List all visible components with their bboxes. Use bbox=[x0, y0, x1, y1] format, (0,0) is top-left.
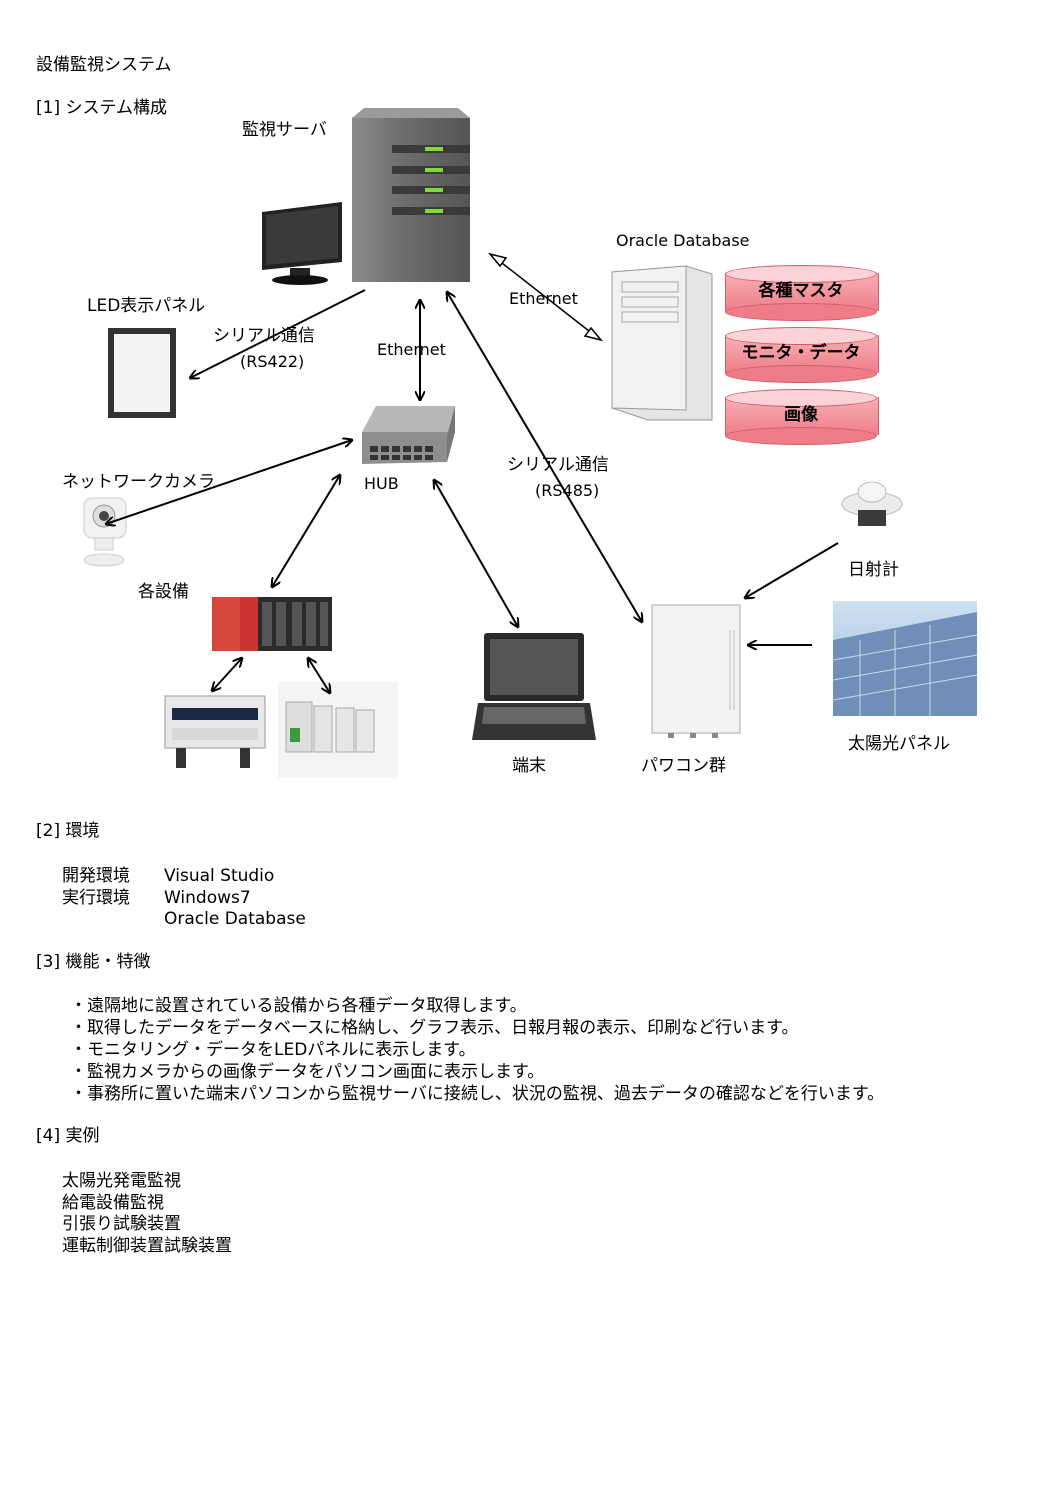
rs422-label: (RS422) bbox=[240, 352, 305, 371]
db-item-label: モニタ・データ bbox=[741, 343, 861, 363]
dev-env-value: Visual Studio bbox=[164, 866, 275, 886]
section-heading-examples: [4] 実例 bbox=[36, 1126, 100, 1146]
db-item-images: 画像 bbox=[725, 389, 879, 445]
equipment-label: 各設備 bbox=[138, 582, 189, 602]
feature-item: ・監視カメラからの画像データをパソコン画面に表示します。 bbox=[70, 1062, 545, 1082]
server-label: 監視サーバ bbox=[242, 120, 327, 140]
rs485-label: (RS485) bbox=[535, 481, 600, 500]
led-panel-icon bbox=[108, 328, 176, 418]
ethernet-db-label: Ethernet bbox=[509, 289, 578, 308]
example-item: 太陽光発電監視 bbox=[62, 1171, 181, 1191]
db-item-label: 画像 bbox=[784, 405, 818, 425]
led-panel-label: LED表示パネル bbox=[87, 296, 206, 316]
section-heading-system: [1] システム構成 bbox=[36, 98, 167, 118]
feature-item: ・モニタリング・データをLEDパネルに表示します。 bbox=[70, 1040, 476, 1060]
network-camera-icon bbox=[83, 497, 127, 567]
terminal-label: 端末 bbox=[512, 756, 546, 776]
example-item: 運転制御装置試験装置 bbox=[62, 1236, 232, 1256]
database-server-icon bbox=[611, 265, 713, 421]
serial-rs485-label: シリアル通信 bbox=[507, 455, 609, 475]
solar-panel-icon bbox=[832, 601, 978, 716]
camera-label: ネットワークカメラ bbox=[62, 472, 215, 492]
page-title: 設備監視システム bbox=[36, 55, 172, 75]
oracle-label: Oracle Database bbox=[616, 231, 750, 250]
db-item-masters: 各種マスタ bbox=[725, 265, 879, 321]
pcs-label: パワコン群 bbox=[641, 756, 726, 776]
feature-item: ・事務所に置いた端末パソコンから監視サーバに接続し、状況の監視、過去データの確認… bbox=[70, 1084, 885, 1104]
run-env-value: Oracle Database bbox=[164, 909, 306, 929]
db-item-label: 各種マスタ bbox=[758, 281, 844, 301]
run-env-label: 実行環境 bbox=[62, 888, 130, 908]
example-item: 給電設備監視 bbox=[62, 1193, 164, 1213]
serial-rs422-label: シリアル通信 bbox=[213, 326, 315, 346]
server-icon bbox=[352, 108, 470, 282]
hub-label: HUB bbox=[364, 474, 399, 493]
feature-item: ・取得したデータをデータベースに格納し、グラフ表示、日報月報の表示、印刷など行い… bbox=[70, 1018, 799, 1038]
pyranometer-label: 日射計 bbox=[848, 560, 899, 580]
pyranometer-icon bbox=[841, 481, 903, 526]
example-item: 引張り試験装置 bbox=[62, 1214, 181, 1234]
measuring-instrument-icon bbox=[164, 695, 266, 768]
controller-module-icon bbox=[278, 682, 398, 778]
dev-env-label: 開発環境 bbox=[62, 866, 130, 886]
solar-panel-label: 太陽光パネル bbox=[848, 734, 950, 754]
laptop-icon bbox=[472, 633, 596, 740]
section-heading-features: [3] 機能・特徴 bbox=[36, 952, 151, 972]
power-conditioner-icon bbox=[651, 604, 741, 738]
db-item-monitor-data: モニタ・データ bbox=[725, 327, 879, 383]
monitor-icon bbox=[262, 202, 342, 285]
ethernet-hub-label: Ethernet bbox=[377, 340, 446, 359]
feature-item: ・遠隔地に設置されている設備から各種データ取得します。 bbox=[70, 996, 527, 1016]
run-env-value: Windows7 bbox=[164, 888, 251, 908]
section-heading-environment: [2] 環境 bbox=[36, 821, 100, 841]
system-diagram bbox=[83, 108, 978, 778]
plc-equipment-icon bbox=[212, 597, 332, 651]
hub-icon bbox=[362, 406, 455, 464]
